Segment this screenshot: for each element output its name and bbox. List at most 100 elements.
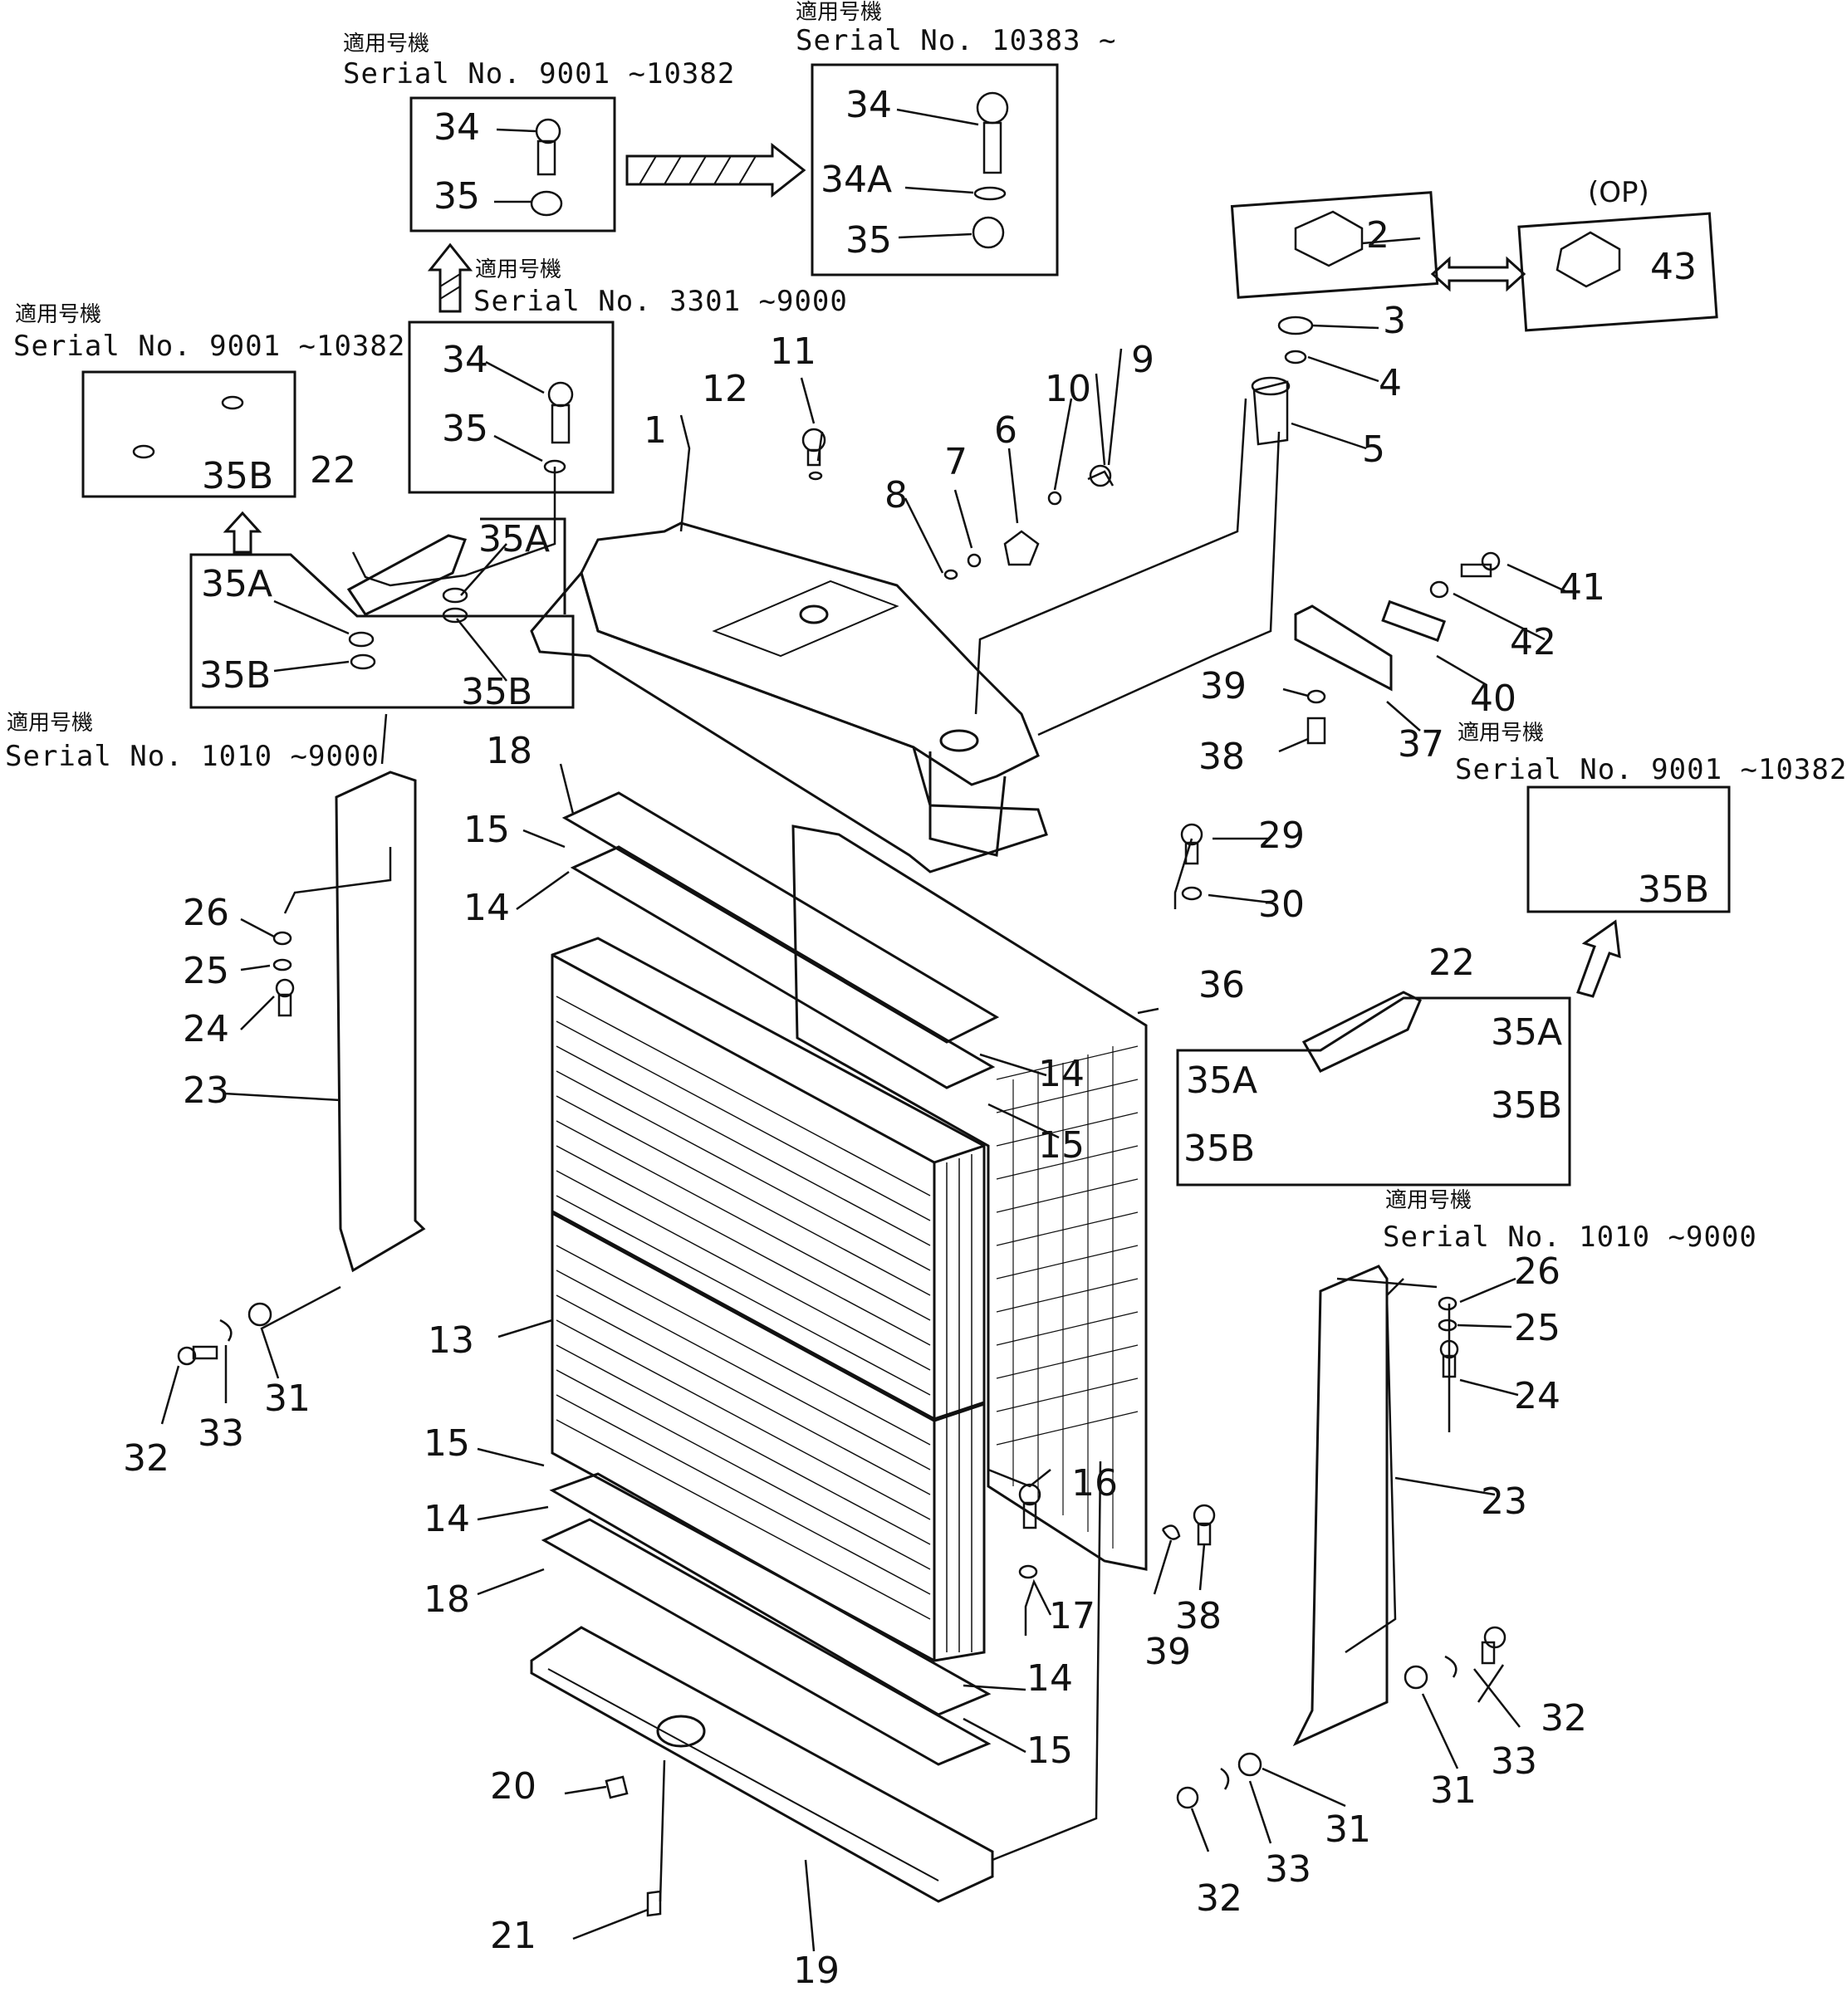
callout-35b: 35B bbox=[1183, 1128, 1256, 1170]
callout-41: 41 bbox=[1559, 566, 1605, 609]
callout-15: 15 bbox=[424, 1422, 470, 1465]
callout-20: 20 bbox=[490, 1765, 536, 1808]
callout-14: 14 bbox=[1026, 1657, 1073, 1700]
callout-32: 32 bbox=[1196, 1877, 1242, 1920]
callout-14: 14 bbox=[1038, 1053, 1085, 1095]
inset-box-cap bbox=[1230, 191, 1439, 299]
callout-35b: 35B bbox=[1638, 869, 1710, 911]
callout-3: 3 bbox=[1383, 300, 1406, 342]
callout-43: 43 bbox=[1650, 246, 1697, 288]
inset-box-serial-3301 bbox=[408, 321, 615, 494]
callout-31: 31 bbox=[264, 1377, 311, 1420]
callout-33: 33 bbox=[198, 1412, 244, 1455]
callout-2: 2 bbox=[1366, 214, 1389, 257]
gasket-14-bottom bbox=[549, 1472, 992, 1716]
stay-right bbox=[1292, 1265, 1389, 1747]
serial-jp-4: 適用号機 bbox=[15, 302, 102, 327]
callout-25: 25 bbox=[1514, 1307, 1560, 1349]
callout-35b: 35B bbox=[202, 455, 274, 497]
inset-box-left-bracket bbox=[189, 553, 575, 709]
inset-box-right-bracket bbox=[1176, 996, 1571, 1187]
callout-19: 19 bbox=[793, 1950, 840, 1992]
callout-35a: 35A bbox=[478, 518, 551, 560]
serial-jp-6: 適用号機 bbox=[1458, 721, 1545, 746]
serial-jp-2: 適用号機 bbox=[796, 0, 883, 25]
callout-23: 23 bbox=[1481, 1480, 1527, 1523]
inset-box-left-35b bbox=[81, 370, 296, 498]
callout-4: 4 bbox=[1379, 362, 1402, 404]
serial-label-3: Serial No. 3301 ~9000 bbox=[473, 285, 848, 318]
gaskets bbox=[541, 791, 1000, 1766]
callout-18: 18 bbox=[486, 730, 532, 772]
radiator-core bbox=[551, 937, 986, 1662]
inset-box-right-35b bbox=[1526, 785, 1731, 913]
serial-label-7: Serial No. 1010 ~9000 bbox=[1383, 1221, 1757, 1254]
callout-9: 9 bbox=[1131, 339, 1154, 381]
serial-jp-1: 適用号機 bbox=[343, 32, 430, 56]
callout-39: 39 bbox=[1200, 665, 1247, 707]
callout-35b: 35B bbox=[461, 671, 533, 713]
serial-jp-7: 適用号機 bbox=[1385, 1188, 1472, 1213]
callout-31: 31 bbox=[1325, 1808, 1371, 1851]
callout-34: 34 bbox=[434, 106, 480, 149]
callout-29: 29 bbox=[1258, 815, 1305, 857]
callout-35b: 35B bbox=[1491, 1084, 1563, 1127]
callout-33: 33 bbox=[1265, 1848, 1311, 1891]
serial-jp-3: 適用号機 bbox=[475, 257, 562, 282]
callout-34a: 34A bbox=[821, 159, 893, 201]
callout-23: 23 bbox=[183, 1069, 229, 1112]
callout-34: 34 bbox=[442, 339, 488, 381]
plate-40 bbox=[1381, 599, 1447, 643]
callout-26: 26 bbox=[183, 892, 229, 934]
hatched-arrow-up-left bbox=[223, 511, 262, 554]
stays bbox=[335, 771, 1389, 1747]
callout-6: 6 bbox=[994, 409, 1017, 452]
serial-label-5: Serial No. 1010 ~9000 bbox=[5, 740, 380, 773]
stay-left bbox=[335, 771, 426, 1273]
callout-42: 42 bbox=[1510, 621, 1556, 663]
serial-jp-5: 適用号機 bbox=[7, 711, 94, 736]
double-arrow-op bbox=[1430, 256, 1526, 292]
gasket-18-bottom bbox=[541, 1518, 992, 1766]
inset-box-serial-10383 bbox=[811, 63, 1059, 276]
serial-label-1: Serial No. 9001 ~10382 bbox=[343, 57, 736, 91]
hatched-arrow-up-mid bbox=[427, 242, 473, 313]
callout-7: 7 bbox=[944, 441, 968, 483]
bracket-37 bbox=[1294, 604, 1393, 692]
serial-label-4: Serial No. 9001 ~10382 bbox=[13, 330, 406, 363]
callout-33: 33 bbox=[1491, 1740, 1537, 1783]
callout-15: 15 bbox=[1038, 1124, 1085, 1167]
callout-32: 32 bbox=[123, 1437, 169, 1480]
callout-12: 12 bbox=[702, 368, 748, 410]
leader-lines bbox=[160, 108, 1566, 1952]
arrows bbox=[223, 142, 1621, 998]
callout-25: 25 bbox=[183, 950, 229, 992]
hatched-arrow-up-right bbox=[1576, 919, 1621, 998]
hatched-arrow-right bbox=[625, 142, 806, 198]
callout-14: 14 bbox=[463, 887, 510, 929]
callout-26: 26 bbox=[1514, 1250, 1560, 1293]
serial-label-2: Serial No. 10383 ~ bbox=[796, 24, 1117, 57]
inset-box-op-cap bbox=[1517, 212, 1718, 332]
bracket-22-right bbox=[1301, 991, 1422, 1073]
callout-40: 40 bbox=[1470, 678, 1516, 720]
callout-35: 35 bbox=[442, 408, 488, 450]
callout-18: 18 bbox=[424, 1578, 470, 1621]
callout-35: 35 bbox=[434, 175, 480, 218]
lower-tank bbox=[530, 1626, 994, 1903]
inset-boxes bbox=[81, 63, 1731, 1187]
callout-35b: 35B bbox=[199, 654, 272, 697]
callout-38: 38 bbox=[1175, 1595, 1222, 1637]
callout-39: 39 bbox=[1144, 1631, 1191, 1673]
gasket-18-top bbox=[561, 791, 1000, 1044]
callout-22: 22 bbox=[310, 449, 356, 492]
callout-21: 21 bbox=[490, 1915, 536, 1957]
callout-38: 38 bbox=[1198, 736, 1245, 778]
gasket-14-top bbox=[570, 845, 996, 1089]
callout-16: 16 bbox=[1071, 1462, 1118, 1505]
callout-34: 34 bbox=[845, 84, 892, 126]
serial-label-6: Serial No. 9001 ~10382 bbox=[1455, 753, 1847, 786]
callout-37: 37 bbox=[1398, 723, 1444, 766]
callout-32: 32 bbox=[1541, 1697, 1587, 1740]
